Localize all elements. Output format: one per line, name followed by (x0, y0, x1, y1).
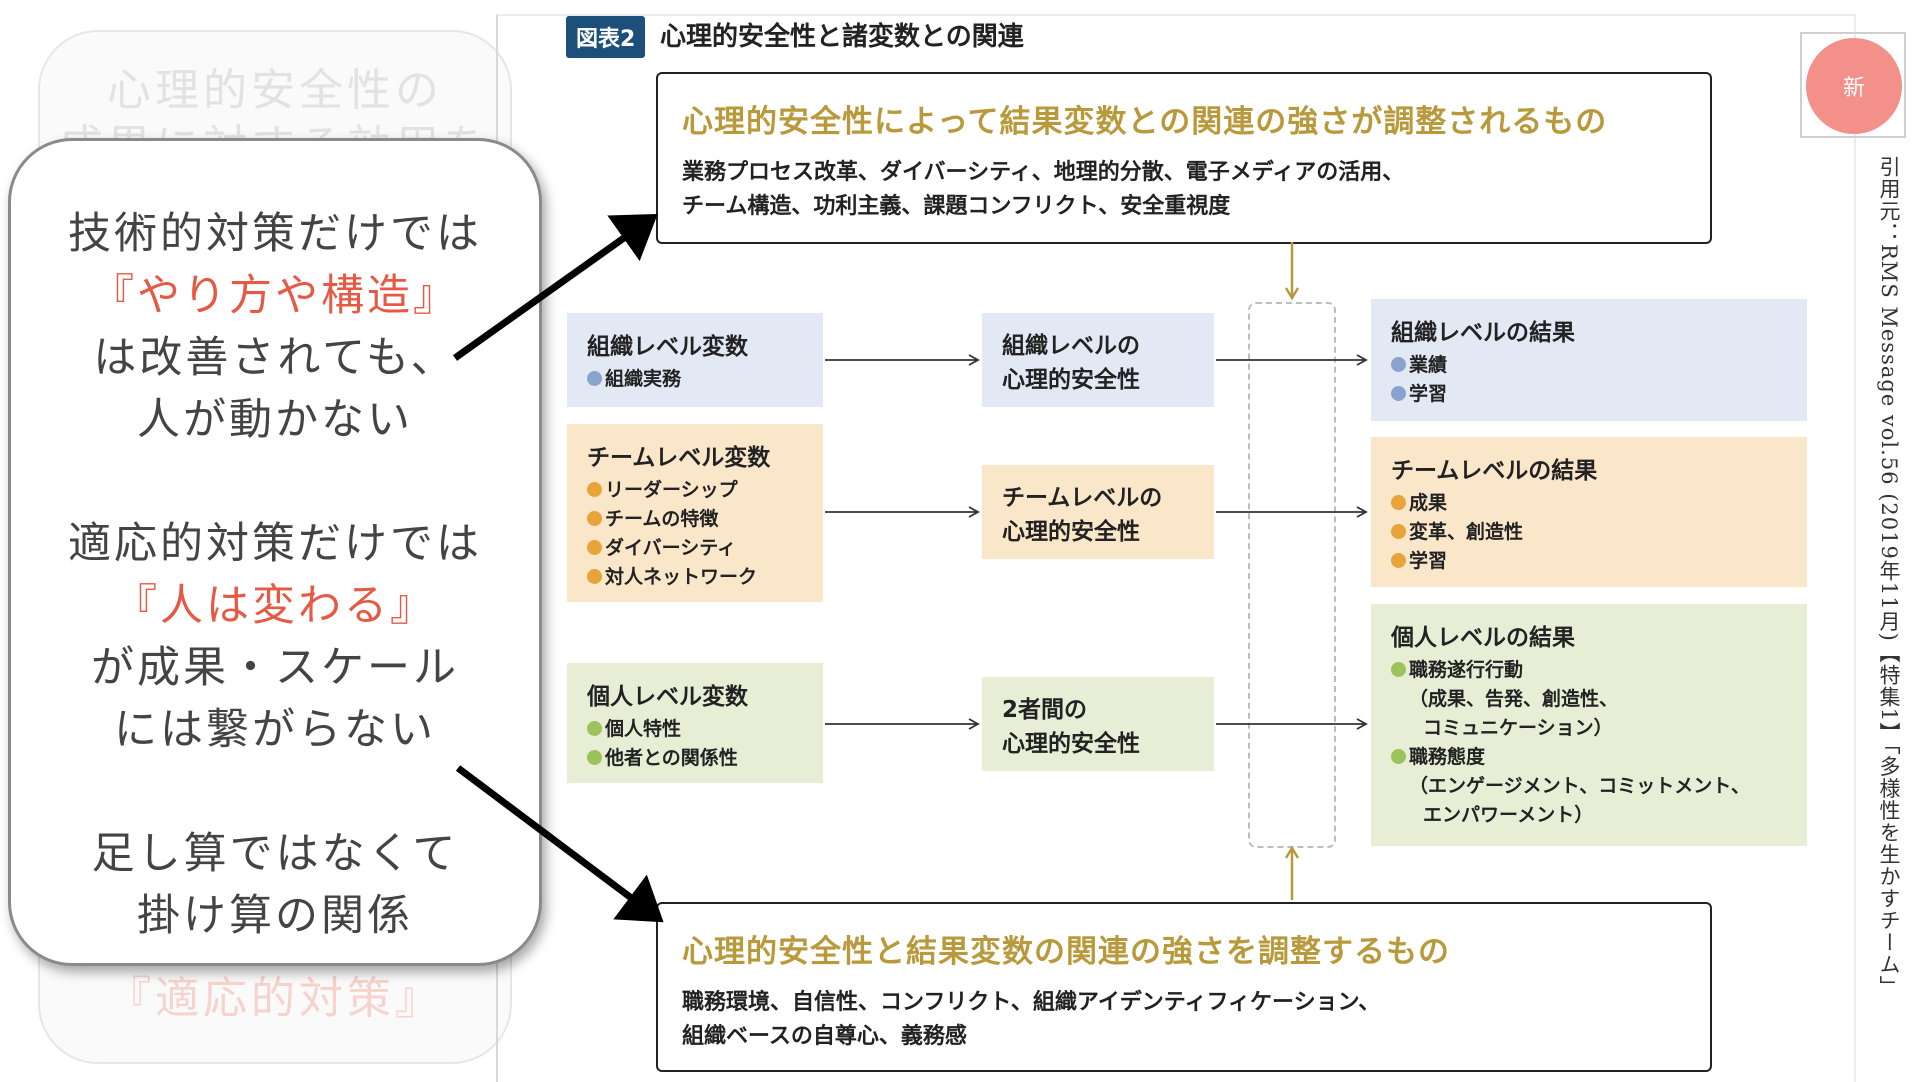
individual-outcomes-heading: 個人レベルの結果 (1391, 625, 1575, 651)
dyadic-psych-safety-line-2: 心理的安全性 (1002, 731, 1140, 757)
bubble-line-6: 『人は変わる』 (114, 581, 436, 631)
bullet-dot-icon (587, 482, 602, 497)
moderated-by-heading: 心理的安全性によって結果変数との関連の強さが調整されるもの (682, 104, 1608, 140)
team-psych-safety-line-2: 心理的安全性 (1002, 519, 1140, 545)
individual-variables-heading: 個人レベル変数 (587, 684, 748, 710)
moderated-by-line-2: チーム構造、功利主義、課題コンフリクト、安全重視度 (682, 194, 1231, 219)
team-outcomes-heading: チームレベルの結果 (1391, 458, 1598, 484)
bullet-dot-icon (587, 511, 602, 526)
figure-tag: 図表2 (566, 16, 646, 58)
bullet-dot-icon (587, 371, 602, 386)
team-outcomes-item: 変革、創造性 (1391, 518, 1787, 547)
new-badge[interactable]: 新 (1800, 32, 1906, 138)
ghost-line-3: 『適応的対策』 (107, 973, 443, 1024)
bubble-line-10: 掛け算の関係 (137, 891, 413, 941)
org-variables-item: 組織実務 (587, 365, 803, 394)
pointer-arrow-to-top-box (452, 213, 658, 361)
bullet-dot-icon (1391, 357, 1406, 372)
org-psych-safety-line-1: 組織レベルの (1002, 333, 1140, 359)
individual-outcomes-subitem: （成果、告発、創造性、 (1409, 688, 1619, 710)
team-variables-item: 対人ネットワーク (587, 563, 803, 592)
explanation-bubble: 技術的対策だけでは 『やり方や構造』 は改善されても、 人が動かない 適応的対策… (8, 138, 542, 966)
bubble-line-9: 足し算ではなくて (91, 829, 459, 879)
org-variables-heading: 組織レベル変数 (587, 334, 748, 360)
individual-outcomes-box: 個人レベルの結果 職務遂行行動 （成果、告発、創造性、 コミュニケーション） 職… (1371, 604, 1807, 846)
individual-outcomes-item: 職務遂行行動 (1391, 656, 1787, 685)
bullet-dot-icon (587, 569, 602, 584)
bullet-dot-icon (1391, 386, 1406, 401)
individual-outcomes-subitem: エンパワーメント） (1423, 804, 1594, 826)
bubble-line-4: 人が動かない (137, 395, 413, 445)
ghost-line-1: 心理的安全性の (107, 65, 443, 116)
bullet-dot-icon (1391, 553, 1406, 568)
figure-title: 心理的安全性と諸変数との関連 (660, 22, 1024, 52)
individual-variables-box: 個人レベル変数 個人特性 他者との関係性 (567, 663, 823, 783)
org-psych-safety-box: 組織レベルの 心理的安全性 (982, 313, 1214, 407)
team-variables-item: ダイバーシティ (587, 534, 803, 563)
individual-variables-item: 個人特性 (587, 715, 803, 744)
bubble-line-7: が成果・スケール (91, 643, 459, 693)
org-outcomes-heading: 組織レベルの結果 (1391, 320, 1575, 346)
bullet-dot-icon (1391, 662, 1406, 677)
moderators-heading: 心理的安全性と結果変数の関連の強さを調整するもの (682, 934, 1450, 970)
individual-variables-item: 他者との関係性 (587, 744, 803, 773)
bubble-line-5: 適応的対策だけでは (68, 519, 482, 569)
source-citation: 引用元：RMS Message vol.56 (2019年11月)【特集1】「多… (1877, 156, 1901, 998)
bubble-line-2: 『やり方や構造』 (91, 271, 459, 321)
moderators-body: 職務環境、自信性、コンフリクト、組織アイデンティフィケーション、 組織ベースの自… (682, 986, 1380, 1054)
bullet-dot-icon (1391, 495, 1406, 510)
moderators-line-2: 組織ベースの自尊心、義務感 (682, 1024, 967, 1049)
org-outcomes-item: 業績 (1391, 351, 1787, 380)
org-psych-safety-line-2: 心理的安全性 (1002, 367, 1140, 393)
moderators-line-1: 職務環境、自信性、コンフリクト、組織アイデンティフィケーション、 (682, 990, 1381, 1015)
team-psych-safety-box: チームレベルの 心理的安全性 (982, 465, 1214, 559)
moderated-by-body: 業務プロセス改革、ダイバーシティ、地理的分散、電子メディアの活用、 チーム構造、… (682, 156, 1404, 224)
team-outcomes-item: 学習 (1391, 547, 1787, 576)
new-badge-circle: 新 (1806, 38, 1902, 134)
team-variables-item: リーダーシップ (587, 476, 803, 505)
moderated-by-line-1: 業務プロセス改革、ダイバーシティ、地理的分散、電子メディアの活用、 (682, 160, 1405, 185)
org-outcomes-item: 学習 (1391, 380, 1787, 409)
bubble-line-8: には繋がらない (114, 705, 436, 755)
bullet-dot-icon (587, 750, 602, 765)
team-variables-box: チームレベル変数 リーダーシップ チームの特徴 ダイバーシティ 対人ネットワーク (567, 424, 823, 602)
individual-outcomes-subitem: （エンゲージメント、コミットメント、 (1409, 775, 1750, 797)
org-variables-box: 組織レベル変数 組織実務 (567, 313, 823, 407)
dyadic-psych-safety-box: 2者間の 心理的安全性 (982, 677, 1214, 771)
bubble-line-1: 技術的対策だけでは (68, 209, 482, 259)
pointer-arrow-to-bottom-box (455, 765, 664, 923)
team-outcomes-box: チームレベルの結果 成果 変革、創造性 学習 (1371, 437, 1807, 587)
team-variables-heading: チームレベル変数 (587, 445, 771, 471)
team-outcomes-item: 成果 (1391, 489, 1787, 518)
org-outcomes-box: 組織レベルの結果 業績 学習 (1371, 299, 1807, 421)
dyadic-psych-safety-line-1: 2者間の (1002, 697, 1088, 723)
bubble-line-3: は改善されても、 (93, 333, 457, 383)
bullet-dot-icon (1391, 749, 1406, 764)
bullet-dot-icon (587, 721, 602, 736)
team-variables-item: チームの特徴 (587, 505, 803, 534)
individual-outcomes-subitem: コミュニケーション） (1423, 717, 1613, 739)
bullet-dot-icon (587, 540, 602, 555)
bullet-dot-icon (1391, 524, 1406, 539)
moderators-box: 心理的安全性と結果変数の関連の強さを調整するもの 職務環境、自信性、コンフリクト… (656, 902, 1712, 1072)
individual-outcomes-item: 職務態度 (1391, 743, 1787, 772)
moderated-by-box: 心理的安全性によって結果変数との関連の強さが調整されるもの 業務プロセス改革、ダ… (656, 72, 1712, 244)
team-psych-safety-line-1: チームレベルの (1002, 485, 1163, 511)
